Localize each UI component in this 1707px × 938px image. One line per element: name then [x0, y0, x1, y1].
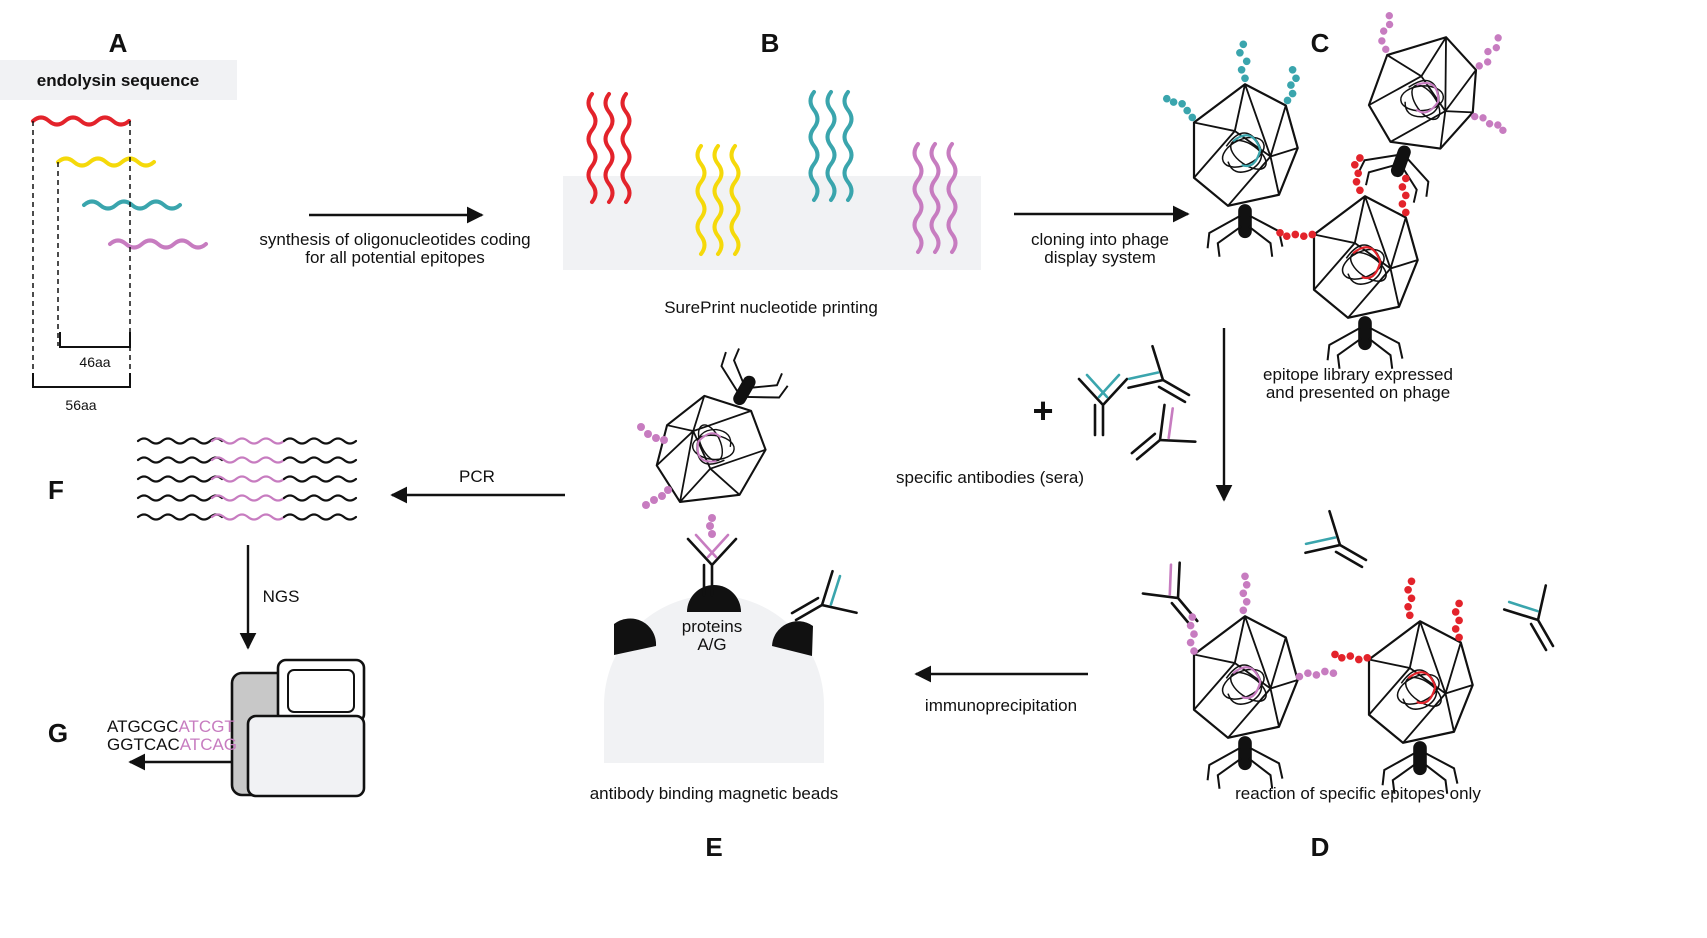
panel-letter-a: A	[109, 28, 128, 58]
panel-c-caption-line2: and presented on phage	[1266, 383, 1450, 402]
antibody-teal-2	[1127, 344, 1191, 404]
antibody-bound-pink	[1141, 561, 1199, 628]
cloning-label-line2: display system	[1044, 248, 1155, 267]
sequence-title-box	[0, 60, 237, 100]
antibody-on-bead-pink	[686, 533, 738, 597]
phage-pink-library	[1341, 11, 1507, 213]
synthesis-label-line1: synthesis of oligonucleotides coding	[259, 230, 530, 249]
panel-letter-e: E	[705, 832, 722, 862]
read-1-black: ATGCGC	[107, 717, 178, 736]
antibodies-caption: specific antibodies (sera)	[896, 468, 1084, 487]
panel-c-caption-line1: epitope library expressed	[1263, 365, 1453, 384]
proteins-label-line2: A/G	[697, 635, 726, 654]
phage-red-bound	[1331, 577, 1474, 795]
panel-letter-g: G	[48, 718, 68, 748]
phage-teal	[1162, 40, 1300, 258]
plus-sign: +	[1032, 390, 1053, 431]
label-56aa: 56aa	[65, 397, 96, 413]
antibody-free-teal-right	[1502, 584, 1555, 652]
sequence-wave-red	[31, 115, 131, 127]
panel-c: epitope library expressed and presented …	[1162, 11, 1507, 402]
amplicon-row	[136, 475, 358, 483]
proteins-label-line1: proteins	[682, 617, 742, 636]
read-2-black: GGTCAC	[107, 735, 180, 754]
panel-letter-c: C	[1311, 28, 1330, 58]
bracket-46aa	[59, 332, 131, 348]
phage-pink-bound	[1186, 572, 1338, 790]
protein-ag-right	[772, 621, 813, 656]
read-1-pink: ATCGT	[178, 717, 234, 736]
amplicon-row	[136, 456, 358, 464]
oligo-group-teal	[808, 90, 854, 202]
phage-captured	[636, 335, 804, 528]
sequencer-icon	[230, 658, 366, 798]
bracket-56aa	[32, 373, 131, 388]
antibody-pink	[1130, 403, 1197, 461]
panel-d: reaction of specific epitopes only	[1141, 509, 1555, 803]
sequence-wave-teal	[82, 199, 182, 211]
protein-ag-left	[614, 618, 657, 655]
cloning-label-line1: cloning into phage	[1031, 230, 1169, 249]
phage-red-library	[1276, 154, 1419, 370]
pcr-label: PCR	[459, 467, 495, 486]
read-2-pink: ATCAG	[180, 735, 237, 754]
sequence-read-1: ATGCGCATCGT	[107, 717, 235, 736]
antibody-teal-1	[1077, 373, 1129, 437]
oligo-group-pink	[912, 142, 958, 254]
immunoprecipitation-label: immunoprecipitation	[925, 696, 1077, 715]
protein-ag-top	[687, 585, 741, 612]
panel-b-caption: SurePrint nucleotide printing	[664, 298, 878, 317]
label-46aa: 46aa	[79, 354, 110, 370]
panel-g: ATGCGCATCGT GGTCACATCAG	[107, 658, 366, 798]
antibody-free-teal-top	[1304, 509, 1368, 569]
panel-letter-b: B	[761, 28, 780, 58]
sequence-wave-yellow	[56, 156, 156, 168]
captured-epitopes	[637, 423, 716, 538]
oligo-group-yellow	[695, 144, 741, 256]
sequence-wave-pink	[108, 238, 208, 250]
panel-letter-f: F	[48, 475, 64, 505]
panel-e-caption: antibody binding magnetic beads	[590, 784, 839, 803]
panel-b: SurePrint nucleotide printing	[563, 90, 981, 317]
magnetic-bead	[604, 595, 824, 763]
amplicon-row	[136, 494, 358, 502]
panel-d-caption: reaction of specific epitopes only	[1235, 784, 1481, 803]
synthesis-label-line2: for all potential epitopes	[305, 248, 485, 267]
panel-a: endolysin sequence 46aa 56aa	[0, 60, 237, 413]
sequence-title: endolysin sequence	[37, 71, 200, 90]
ngs-label: NGS	[263, 587, 300, 606]
oligo-group-red	[586, 92, 632, 204]
antibodies-sera: + specific antibodies (sera)	[896, 344, 1197, 487]
panel-letter-d: D	[1311, 832, 1330, 862]
amplicon-row	[136, 437, 358, 445]
print-surface	[563, 176, 981, 270]
panel-f	[136, 437, 358, 521]
antibody-on-bead-teal	[790, 569, 858, 622]
sequence-read-2: GGTCACATCAG	[107, 735, 237, 754]
panel-e: proteins A/G antibody binding magnetic b…	[590, 335, 858, 803]
amplicon-row	[136, 513, 358, 521]
